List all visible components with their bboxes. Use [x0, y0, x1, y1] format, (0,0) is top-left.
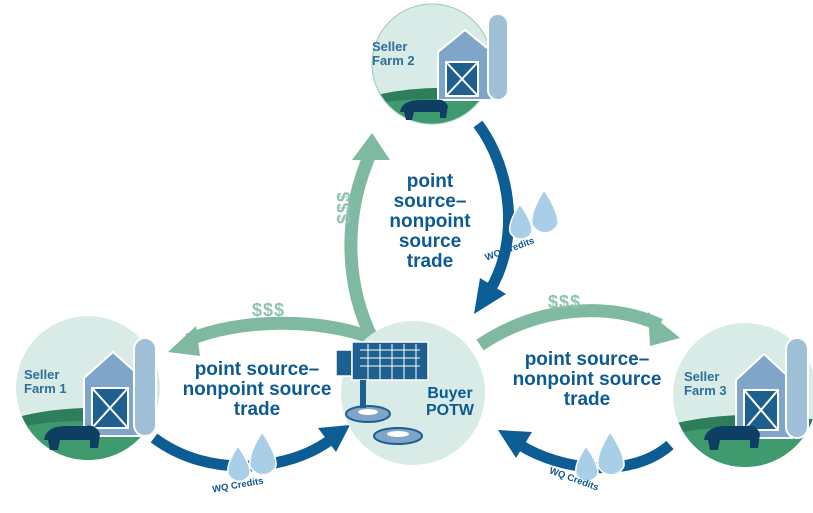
farm-3-line2: Farm 3	[684, 382, 727, 398]
trade-right-line: point source–	[524, 349, 650, 370]
cow-icon	[400, 99, 448, 120]
seller-farm-1	[16, 316, 160, 460]
farm-2-label: Seller Farm 2	[372, 40, 440, 67]
trade-right-line: nonpoint source	[512, 368, 662, 390]
trade-label-top: point source– nonpoint source trade	[380, 172, 480, 272]
trade-label-right: point source– nonpoint source trade	[502, 350, 672, 410]
payment-label-top: $$$	[334, 190, 354, 224]
trade-left-line: nonpoint source	[182, 378, 332, 400]
buyer-potw-label: Buyer POTW	[424, 385, 476, 420]
money-arrows	[168, 133, 680, 356]
farm-1-line1: Seller	[24, 367, 60, 382]
trade-right-line: trade	[563, 388, 611, 410]
water-drops-right	[574, 430, 625, 482]
buyer-line2: POTW	[426, 401, 474, 419]
farm-1-line2: Farm 1	[24, 380, 67, 396]
farm-2-line1: Seller	[372, 39, 408, 54]
treatment-plant-icon	[335, 341, 429, 445]
payment-label-right: $$$	[548, 292, 582, 312]
farm-3-label: Seller Farm 3	[684, 370, 744, 397]
trade-left-line: trade	[233, 398, 281, 420]
farm-1-label: Seller Farm 1	[24, 368, 84, 395]
cow-icon	[704, 425, 760, 450]
farm-2-line2: Farm 2	[372, 52, 415, 68]
payment-label-left: $$$	[252, 300, 286, 320]
buyer-potw	[335, 321, 485, 465]
trade-top-line: source–	[393, 190, 467, 212]
trade-top-line: trade	[406, 250, 454, 272]
trade-top-line: point	[406, 171, 454, 192]
water-drops-left	[226, 430, 277, 482]
trade-label-left: point source– nonpoint source trade	[172, 360, 342, 420]
trade-top-line: nonpoint	[389, 210, 471, 232]
barn-icon	[735, 337, 809, 439]
trade-top-line: source	[398, 230, 462, 252]
farm-3-line1: Seller	[684, 369, 720, 384]
buyer-line1: Buyer	[427, 385, 473, 402]
barn-icon	[437, 13, 509, 101]
barn-icon	[83, 337, 157, 437]
water-drops-top	[508, 188, 559, 240]
trade-left-line: point source–	[194, 359, 320, 380]
cow-icon	[44, 425, 100, 450]
